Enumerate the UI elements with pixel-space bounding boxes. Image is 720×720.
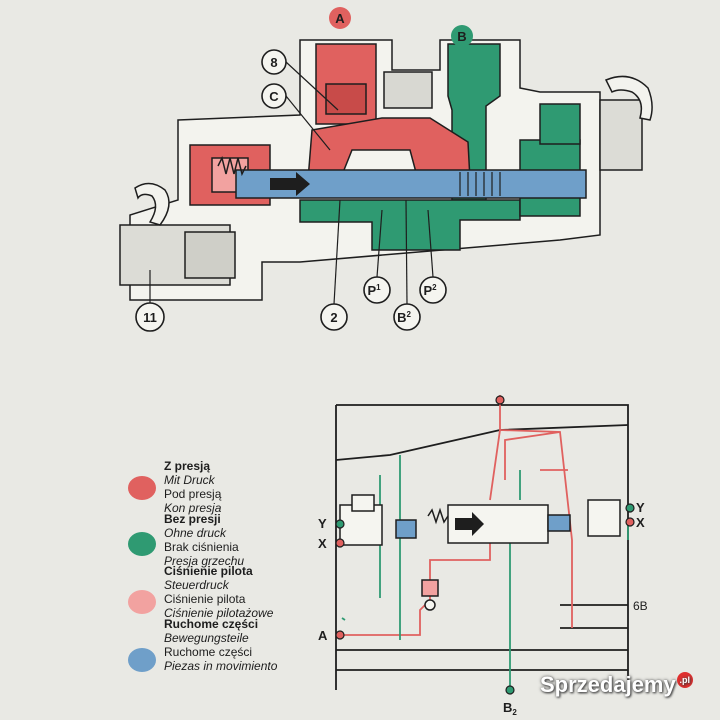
right-hook	[604, 75, 653, 121]
legend-line: Steuerdruck	[164, 578, 229, 592]
watermark-suffix: .pl	[676, 672, 693, 688]
legend-line: Brak ciśnienia	[164, 540, 239, 554]
legend-entry-pilot: Ciśnienie pilota Steuerdruck Ciśnienie p…	[164, 564, 273, 620]
check-ball	[424, 599, 436, 611]
port-dot-x-right	[625, 517, 635, 527]
callout-leaders	[149, 61, 434, 305]
legend-entry-moving: Ruchome części Bewegungsteile Ruchome cz…	[164, 617, 277, 673]
legend-line: Pod presją	[164, 487, 222, 501]
legend-line: Kon presja	[164, 501, 222, 515]
legend-line: Ruchome części	[164, 645, 253, 659]
legend-title: Ciśnienie pilota	[164, 564, 253, 578]
schematic-right-y: Y	[636, 500, 645, 515]
port-dot-y-right	[625, 503, 635, 513]
legend-title: Ruchome części	[164, 617, 259, 631]
legend-swatch-moving	[128, 648, 156, 672]
callout-b2-label: B2	[397, 310, 411, 325]
watermark: Sprzedajemy.pl	[540, 672, 693, 698]
center-cap	[383, 71, 433, 109]
schematic-right-x: X	[636, 515, 645, 530]
legend-swatch-pressure	[128, 476, 156, 500]
port-dot-x-left	[335, 538, 345, 548]
legend-entry-pressure: Z presją Mit Druck Pod presją Kon presja	[164, 459, 221, 515]
schematic-port-a: A	[318, 628, 328, 643]
callout-c-label: C	[269, 89, 279, 104]
callout-11-label: 11	[143, 310, 157, 325]
callout-p1-label: P1	[367, 283, 381, 298]
legend-entry-no-pressure: Bez presji Ohne druck Brak ciśnienia Pre…	[164, 512, 244, 568]
spool-arrow	[270, 172, 310, 196]
left-hook	[134, 182, 170, 226]
schematic-ports	[335, 395, 635, 695]
legend-line: Mit Druck	[164, 473, 215, 487]
schematic-port-6b: 6B	[633, 599, 648, 613]
schematic-left-y: Y	[318, 516, 327, 531]
legend-swatch-pilot	[128, 590, 156, 614]
callouts	[135, 49, 447, 332]
legend-line: Piezas in movimiento	[164, 659, 278, 673]
port-dot-top	[495, 395, 505, 405]
orifice-block	[421, 579, 439, 597]
schematic-spring	[427, 507, 449, 525]
port-a-tag	[329, 7, 351, 29]
legend-line: Ciśnienie pilota	[164, 592, 246, 606]
callout-2-label: 2	[330, 310, 337, 325]
legend-line: Ohne druck	[164, 526, 227, 540]
legend-title: Z presją	[164, 459, 211, 473]
legend-line: Bewegungsteile	[164, 631, 249, 645]
legend-line: Ciśnienie pilotażowe	[164, 606, 274, 620]
port-dot-y-left	[335, 519, 345, 529]
return-lines	[341, 455, 629, 690]
legend-swatch-no-pressure	[128, 532, 156, 556]
legend-line: Presja grzechu	[164, 554, 245, 568]
schematic-components	[339, 494, 621, 611]
schematic-left-x: X	[318, 536, 327, 551]
schematic-port-b2: B2	[503, 700, 517, 717]
hydraulic-schematic	[335, 395, 629, 690]
port-a-tag-label: A	[335, 11, 345, 26]
right-connector	[599, 99, 643, 171]
schematic-spool-blue-left	[395, 519, 417, 539]
spool-grooves	[459, 172, 501, 196]
port-b-tag	[451, 25, 473, 47]
left-spring	[217, 155, 247, 177]
callout-p2-label: P2	[423, 283, 437, 298]
left-pilot-box	[351, 494, 375, 512]
port-dot-a	[335, 630, 345, 640]
valve-cutaway	[119, 39, 653, 301]
schematic-spool-blue-right	[547, 514, 571, 532]
right-pressure-valve	[587, 499, 621, 537]
watermark-text: Sprzedajemy	[540, 672, 676, 697]
port-dot-b2	[505, 685, 515, 695]
port-b-tag-label: B	[457, 29, 466, 44]
schematic-arrow	[455, 512, 484, 536]
legend-title: Bez presji	[164, 512, 221, 526]
schematic-frame	[335, 404, 629, 690]
callout-8-label: 8	[270, 55, 277, 70]
